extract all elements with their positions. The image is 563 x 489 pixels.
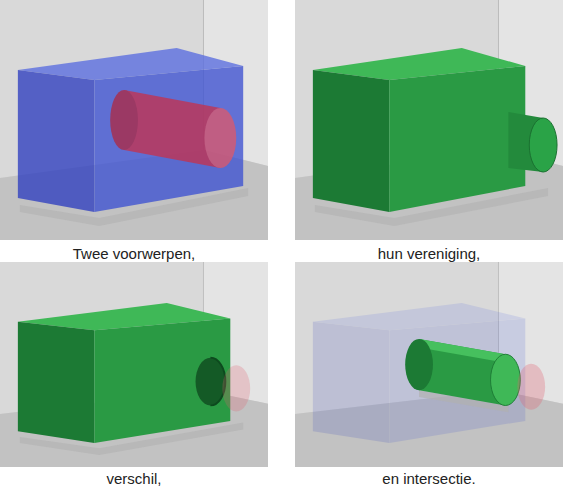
- green-cylinder: [405, 339, 520, 406]
- caption: en intersectie.: [382, 470, 475, 487]
- caption: Twee voorwerpen,: [73, 245, 196, 262]
- caption: hun vereniging,: [378, 245, 481, 262]
- caption: verschil,: [106, 470, 161, 487]
- ghost-box: [313, 303, 525, 443]
- two-objects-picture: [0, 0, 268, 240]
- blue-box: [18, 48, 243, 212]
- ghost-cap: [222, 365, 250, 411]
- room-background: [295, 262, 563, 467]
- room-background: [0, 0, 268, 240]
- ghost-cap: [517, 364, 545, 410]
- room-background: [0, 262, 268, 467]
- room-background: [295, 0, 563, 240]
- hole: [196, 358, 226, 406]
- red-cylinder: [110, 90, 236, 168]
- union-picture: [295, 0, 563, 240]
- green-difference: [18, 303, 250, 443]
- difference-picture: [0, 262, 268, 467]
- green-union: [313, 48, 557, 212]
- intersection-picture: [295, 262, 563, 467]
